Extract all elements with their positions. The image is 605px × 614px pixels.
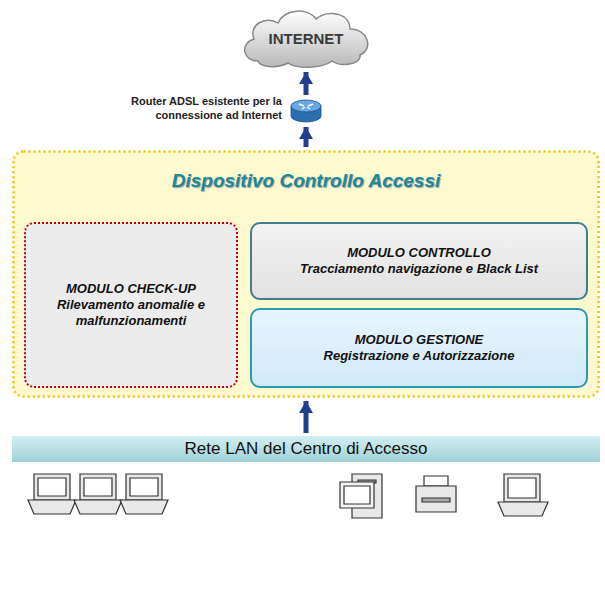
cloud-shape: INTERNET <box>236 5 376 69</box>
node-text: Rilevamento anomalie e malfunzionamenti <box>36 297 226 329</box>
flow-arrow <box>304 401 309 433</box>
lan-band: Rete LAN del Centro di Accesso <box>12 436 600 462</box>
router-symbol: Router ADSL esistente per la connessione… <box>290 98 322 124</box>
workstation-icon <box>340 474 382 518</box>
module-box: MODULO CHECK-UPRilevamento anomalie e ma… <box>24 222 238 388</box>
node-text: MODULO CONTROLLO <box>347 245 491 261</box>
node-text: MODULO GESTIONE <box>355 332 484 348</box>
laptop-icon <box>498 474 548 516</box>
node-text: Dispositivo Controllo Accessi <box>12 170 600 192</box>
node-text: INTERNET <box>269 30 344 47</box>
flow-arrow <box>304 72 309 95</box>
router-icon <box>290 98 322 124</box>
module-box: MODULO GESTIONERegistrazione e Autorizza… <box>250 308 588 388</box>
device-box: Dispositivo Controllo AccessiMODULO CHEC… <box>12 150 600 398</box>
laptop-icons <box>28 474 168 514</box>
module-box: MODULO CONTROLLOTracciamento navigazione… <box>250 222 588 300</box>
node-text: Tracciamento navigazione e Black List <box>300 261 538 277</box>
node-text: Router ADSL esistente per la connessione… <box>97 94 282 122</box>
node-text: Registrazione e Autorizzazione <box>324 348 515 364</box>
printer-icon <box>416 476 456 512</box>
node-text: Rete LAN del Centro di Accesso <box>185 439 428 459</box>
node-text: MODULO CHECK-UP <box>66 281 196 297</box>
flow-arrow <box>304 127 309 147</box>
